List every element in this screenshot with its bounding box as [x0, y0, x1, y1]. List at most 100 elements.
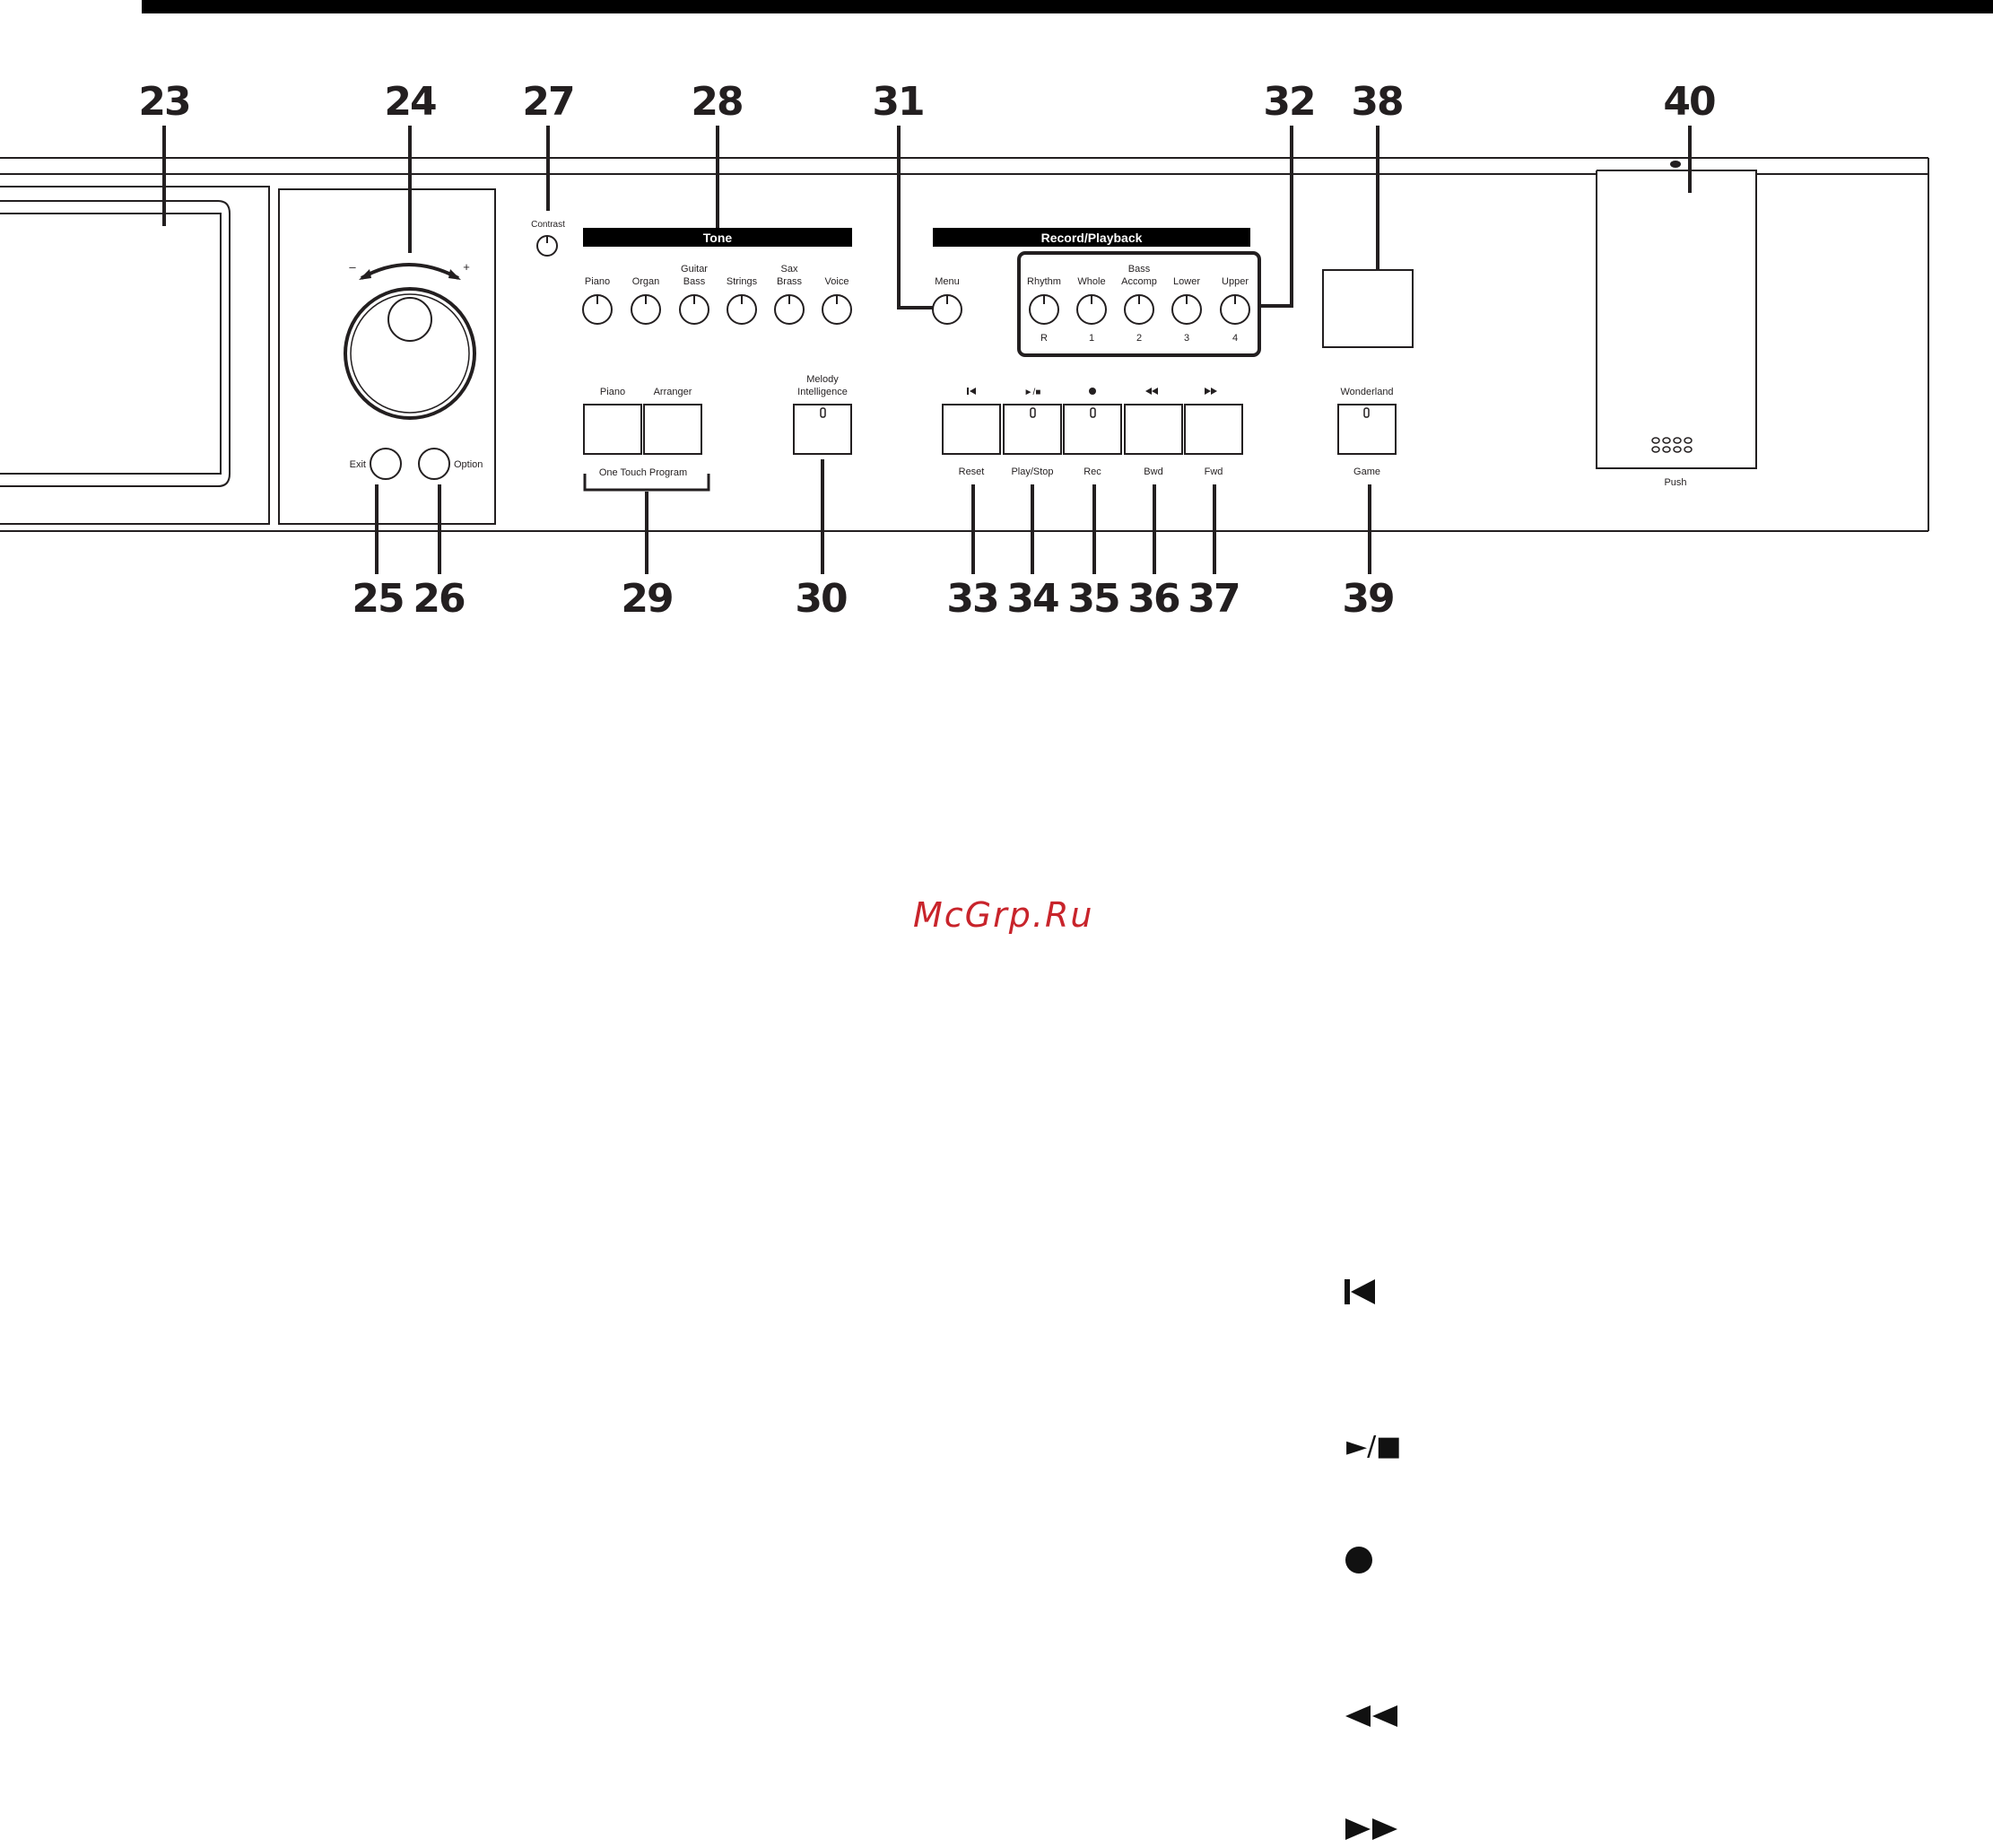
tone-guitar-l1: Guitar — [681, 264, 708, 275]
play-stop-symbol-icon: ►/■ — [1346, 1434, 1402, 1460]
tone-strings-l2: Strings — [727, 276, 758, 287]
callout-37: 37 — [1188, 576, 1239, 622]
record-playback-bar — [933, 228, 1250, 247]
callout-24: 24 — [384, 79, 436, 125]
track-button-rhythm[interactable] — [1029, 294, 1059, 325]
track-lower-l2: Lower — [1173, 276, 1200, 287]
reset-label: Reset — [959, 466, 985, 477]
exit-label: Exit — [350, 459, 366, 470]
track-accomp-l2: Accomp — [1121, 276, 1157, 287]
tone-piano-l2: Piano — [585, 276, 610, 287]
play-stop-button[interactable] — [1003, 404, 1062, 455]
menu-button[interactable] — [932, 294, 962, 325]
track-whole-num: 1 — [1089, 333, 1094, 344]
callout-36: 36 — [1127, 576, 1179, 622]
tone-organ-l2: Organ — [632, 276, 660, 287]
one-touch-arranger-button[interactable] — [643, 404, 702, 455]
tone-button-strings[interactable] — [727, 294, 757, 325]
fwd-label: Fwd — [1205, 466, 1223, 477]
indicator-window — [1322, 269, 1414, 348]
tone-bar — [583, 228, 852, 247]
reset-icon — [967, 388, 976, 395]
push-label: Push — [1664, 477, 1686, 488]
tone-buttons: Piano Organ Guitar Bass Strings Sax Bras… — [582, 264, 852, 325]
track-button-bass-accomp[interactable] — [1124, 294, 1154, 325]
play-stop-label: Play/Stop — [1011, 466, 1053, 477]
bwd-button[interactable] — [1124, 404, 1183, 455]
header-bar — [142, 0, 1993, 13]
watermark: McGrp.Ru — [913, 895, 1094, 935]
callout-25: 25 — [352, 576, 403, 622]
bwd-label: Bwd — [1144, 466, 1162, 477]
tone-sax-l2: Brass — [777, 276, 803, 287]
callout-39: 39 — [1342, 576, 1393, 622]
game-label: Game — [1353, 466, 1380, 477]
transport-icons: ►/■ — [967, 388, 1217, 397]
tone-title: Tone — [703, 231, 733, 245]
fwd-icon — [1205, 388, 1217, 395]
callout-33: 33 — [946, 576, 997, 622]
callout-30: 30 — [795, 576, 847, 622]
push-drawer[interactable] — [1596, 161, 1757, 469]
track-upper-num: 4 — [1232, 333, 1238, 344]
arrow-right-icon — [448, 269, 461, 280]
dial-section — [278, 188, 496, 525]
arrow-left-icon — [359, 269, 371, 280]
callout-34: 34 — [1006, 576, 1058, 622]
callout-35: 35 — [1067, 576, 1118, 622]
one-touch-group-label: One Touch Program — [599, 467, 687, 478]
tone-guitar-l2: Bass — [683, 276, 706, 287]
tone-button-piano[interactable] — [582, 294, 613, 325]
value-dial[interactable] — [344, 287, 476, 420]
callout-32: 32 — [1263, 79, 1314, 125]
tone-voice-l2: Voice — [825, 276, 849, 287]
melody-intelligence-button[interactable] — [793, 404, 852, 455]
callout-29: 29 — [621, 576, 672, 622]
reset-symbol-icon — [1343, 1277, 1379, 1314]
callout-23: 23 — [138, 79, 189, 125]
one-touch-bracket — [583, 474, 710, 492]
track-button-lower[interactable] — [1171, 294, 1202, 325]
track-whole-l2: Whole — [1077, 276, 1105, 287]
reset-button[interactable] — [942, 404, 1001, 455]
option-button[interactable] — [418, 448, 450, 480]
one-touch-piano-button[interactable] — [583, 404, 642, 455]
tone-button-organ[interactable] — [631, 294, 661, 325]
track-rhythm-l2: Rhythm — [1027, 276, 1061, 287]
record-playback-title: Record/Playback — [1041, 231, 1143, 245]
callout-28: 28 — [691, 79, 742, 125]
track-upper-l2: Upper — [1222, 276, 1249, 287]
callout-40: 40 — [1663, 79, 1715, 125]
display-screen — [0, 186, 270, 525]
callout-27: 27 — [522, 79, 573, 125]
rec-icon — [1089, 388, 1096, 395]
option-label: Option — [454, 459, 483, 470]
tone-button-guitar-bass[interactable] — [679, 294, 709, 325]
fwd-button[interactable] — [1184, 404, 1243, 455]
rec-button[interactable] — [1063, 404, 1122, 455]
menu-label: Menu — [935, 276, 960, 287]
wonderland-label: Wonderland — [1340, 387, 1393, 397]
contrast-knob[interactable] — [536, 235, 558, 257]
bwd-icon — [1145, 388, 1158, 395]
rec-symbol-icon — [1345, 1546, 1375, 1582]
tone-button-voice[interactable] — [822, 294, 852, 325]
tone-button-sax-brass[interactable] — [774, 294, 805, 325]
track-lower-num: 3 — [1184, 333, 1189, 344]
track-button-whole[interactable] — [1076, 294, 1107, 325]
exit-button[interactable] — [370, 448, 402, 480]
one-touch-arranger-label: Arranger — [654, 387, 692, 397]
fwd-symbol-icon — [1344, 1812, 1401, 1848]
melody-label-l2: Intelligence — [797, 387, 848, 397]
dial-minus: – — [349, 260, 356, 274]
melody-label-l1: Melody — [806, 374, 839, 385]
wonderland-game-button[interactable] — [1337, 404, 1397, 455]
contrast-label: Contrast — [531, 220, 565, 230]
one-touch-piano-label: Piano — [600, 387, 625, 397]
track-button-upper[interactable] — [1220, 294, 1250, 325]
callout-31: 31 — [872, 79, 923, 125]
callout-38: 38 — [1351, 79, 1402, 125]
leader-lines — [162, 126, 1692, 574]
dial-plus: + — [463, 260, 470, 274]
play-stop-symbol-text: ►/■ — [1346, 1431, 1402, 1462]
